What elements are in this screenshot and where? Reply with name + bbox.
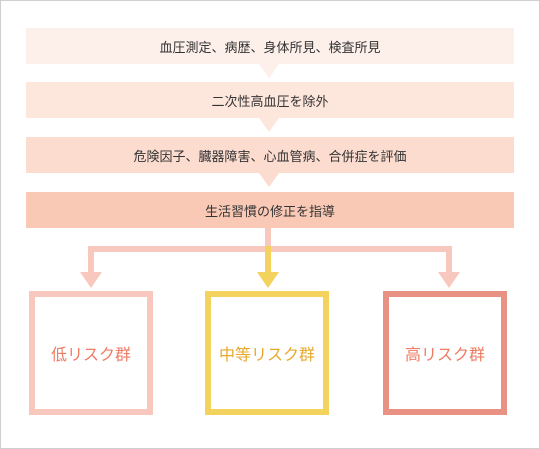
step-evaluate-risk: 危険因子、臓器障害、心血管病、合併症を評価 (26, 137, 514, 173)
connector-trunk (265, 228, 271, 252)
connector-right-drop (446, 246, 452, 274)
low-risk-group: 低リスク群 (29, 291, 153, 415)
mid-risk-label: 中等リスク群 (218, 345, 315, 364)
arrow-down-icon (259, 118, 279, 132)
step-exclude-secondary-label: 二次性高血圧を除外 (211, 94, 329, 110)
mid-risk-group: 中等リスク群 (205, 291, 329, 415)
step-evaluate-risk-label: 危険因子、臓器障害、心血管病、合併症を評価 (133, 149, 407, 165)
arrow-down-icon (259, 173, 279, 187)
arrow-down-icon (438, 272, 460, 288)
low-risk-label: 低リスク群 (50, 345, 131, 364)
step-lifestyle-guidance-label: 生活習慣の修正を指導 (204, 204, 335, 220)
step-assessment-label: 血圧測定、病歴、身体所見、検査所見 (159, 40, 381, 56)
step-exclude-secondary: 二次性高血圧を除外 (26, 82, 514, 118)
connector-mid-drop (265, 246, 271, 274)
high-risk-label: 高リスク群 (404, 345, 485, 364)
arrow-down-icon (259, 64, 279, 78)
step-lifestyle-guidance: 生活習慣の修正を指導 (26, 192, 514, 228)
high-risk-group: 高リスク群 (383, 291, 507, 415)
arrow-down-icon (257, 272, 279, 288)
connector-left-drop (88, 246, 94, 274)
arrow-down-icon (80, 272, 102, 288)
step-assessment: 血圧測定、病歴、身体所見、検査所見 (26, 28, 514, 64)
